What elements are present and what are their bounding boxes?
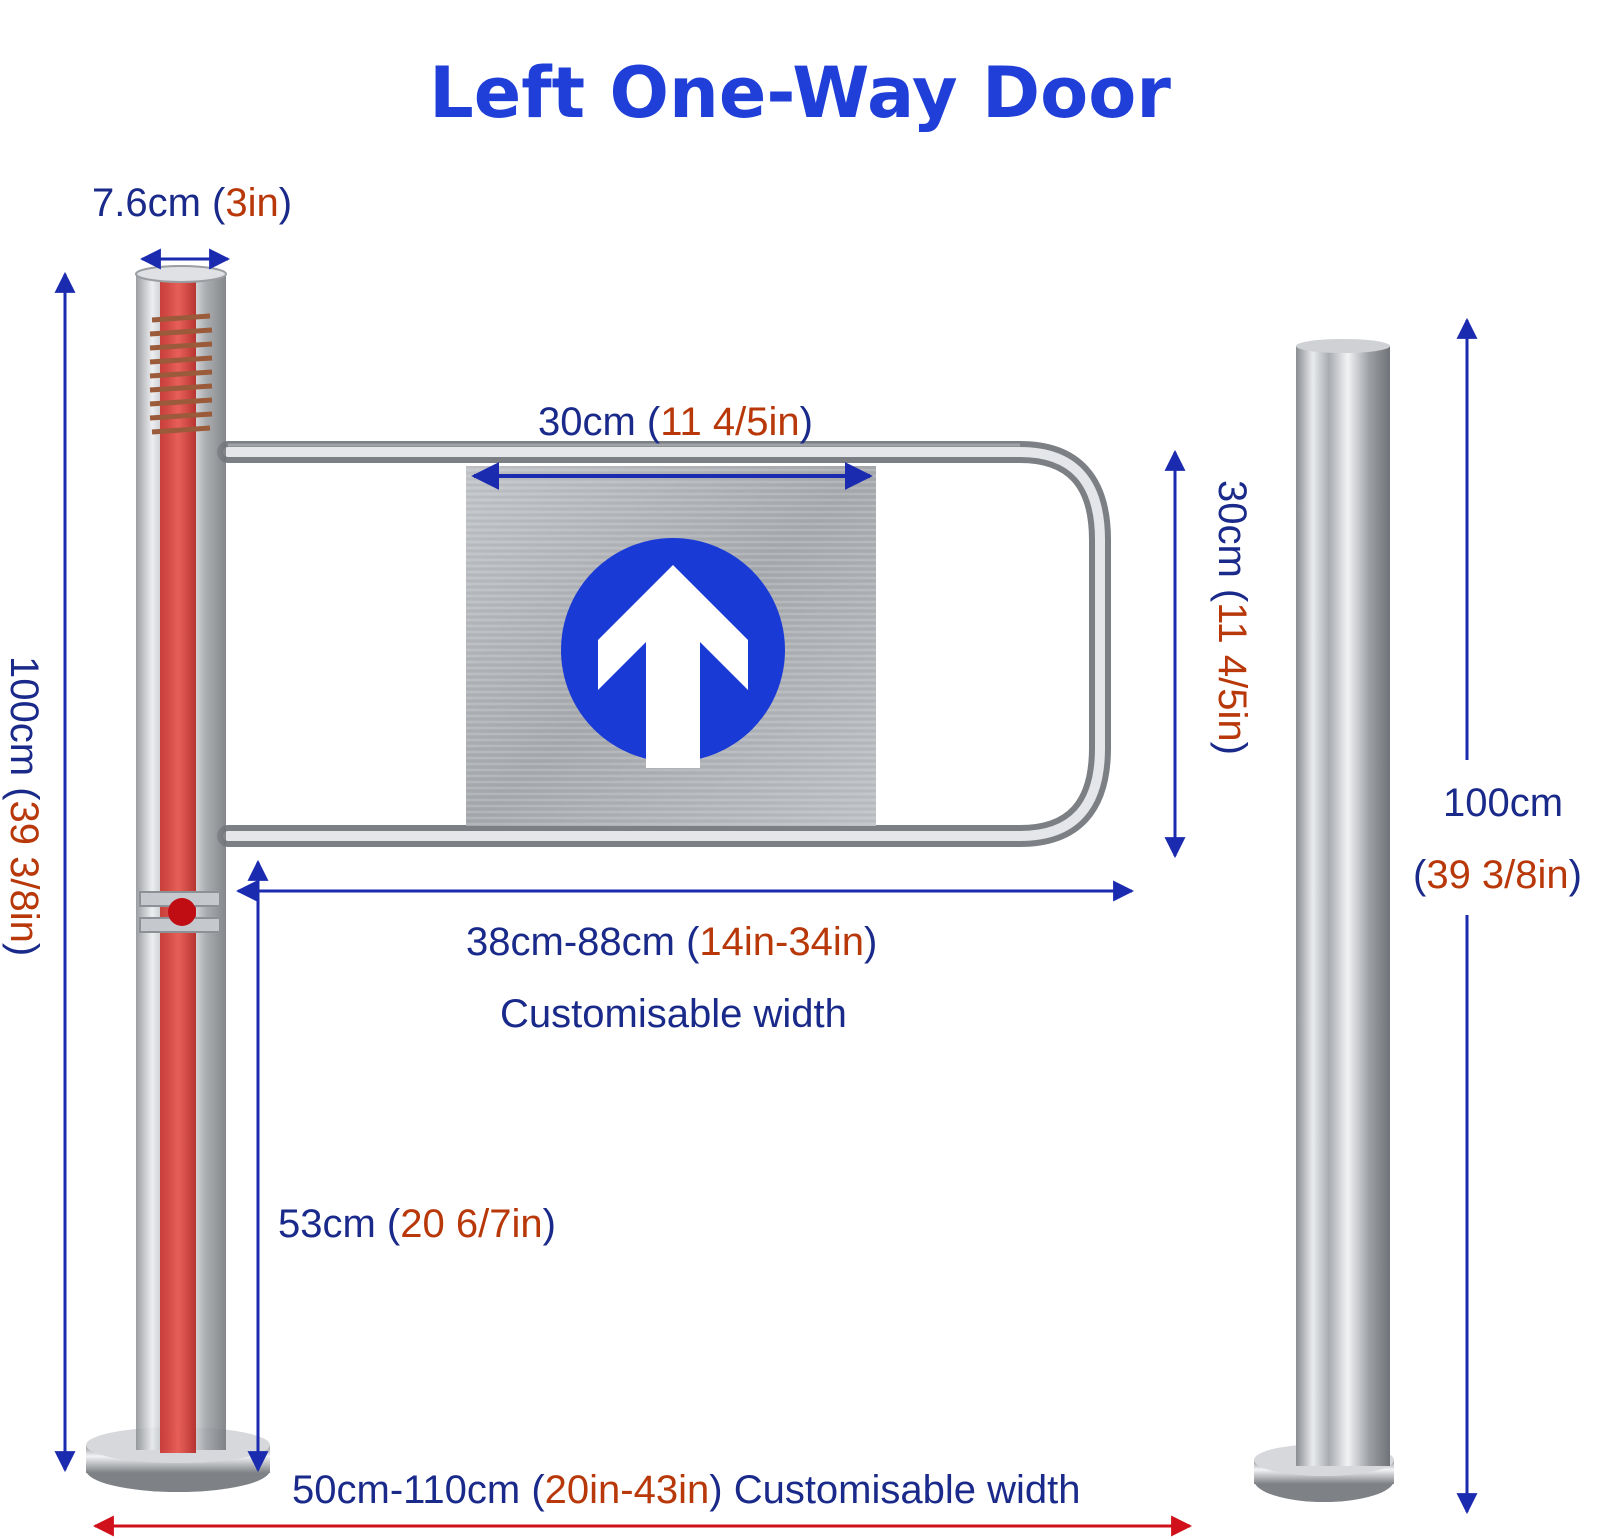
total-width-label: 50cm-110cm (20in-43in) Customisable widt… bbox=[292, 1468, 1081, 1512]
post-diameter-label: 7.6cm (3in) bbox=[92, 181, 293, 225]
right-height-metric: 100cm bbox=[1443, 781, 1564, 825]
left-post bbox=[86, 265, 270, 1492]
gate-width-note: Customisable width bbox=[500, 992, 847, 1036]
gate-width-label: 38cm-88cm (14in-34in) bbox=[466, 920, 878, 964]
left-height-label: 100cm (39 3/8in) bbox=[2, 656, 46, 957]
up-arrow-sign-icon bbox=[561, 538, 785, 768]
right-height-imperial: (39 3/8in) bbox=[1413, 853, 1582, 897]
dimension-arrows bbox=[54, 248, 1478, 1537]
gate-arm-frame bbox=[217, 441, 1111, 847]
panel-width-label: 30cm (11 4/5in) bbox=[538, 400, 813, 444]
sign-panel bbox=[466, 466, 876, 826]
right-post bbox=[1254, 339, 1394, 1502]
arm-height-label: 53cm (20 6/7in) bbox=[278, 1202, 556, 1246]
panel-height-label: 30cm (11 4/5in) bbox=[1210, 480, 1254, 755]
spring-coil bbox=[149, 313, 213, 435]
page-title: Left One-Way Door bbox=[429, 52, 1171, 134]
